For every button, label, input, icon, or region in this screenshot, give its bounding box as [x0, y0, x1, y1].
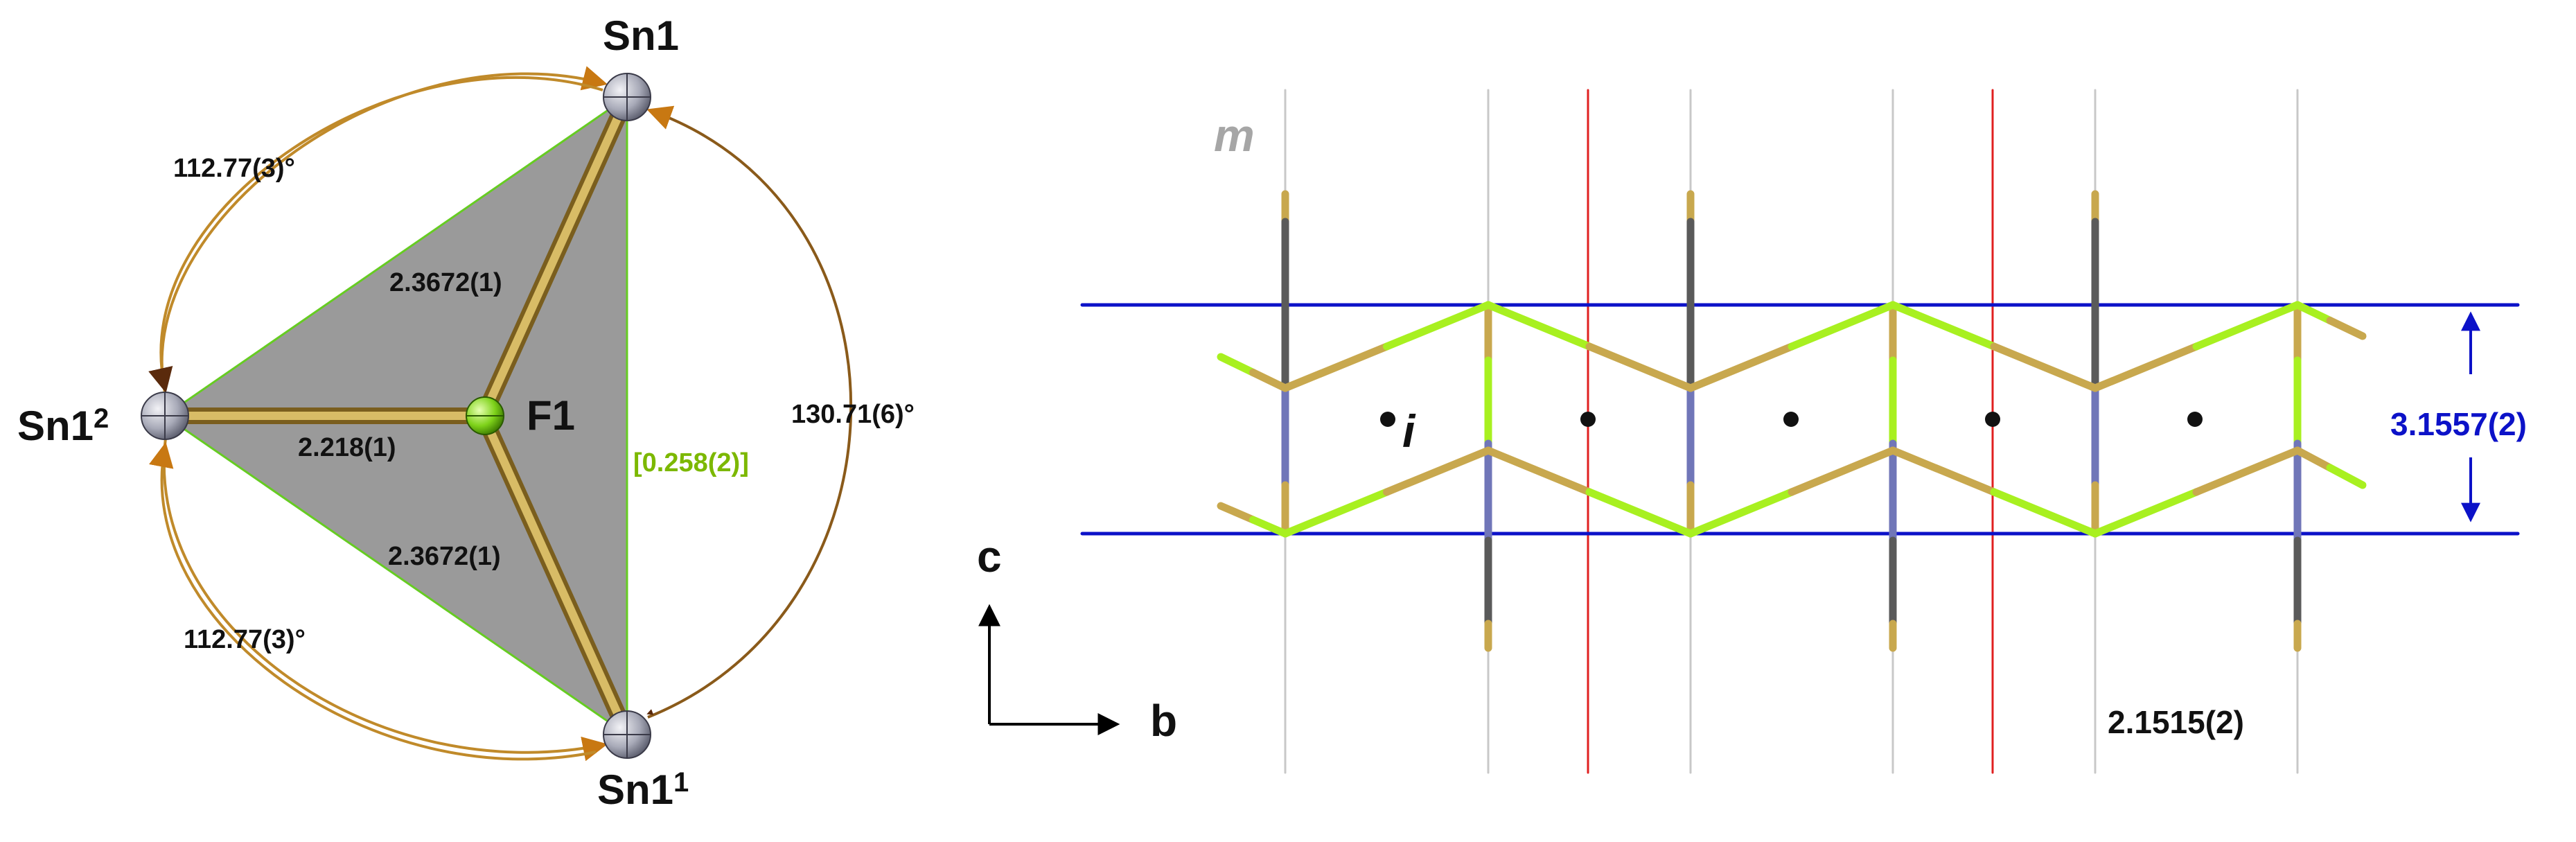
chain-upper-0-b	[1249, 369, 1289, 392]
atom-f1	[466, 396, 504, 435]
label-layer-thickness: 3.1557(2)	[2390, 406, 2527, 442]
chain-upper-6-a	[2293, 301, 2334, 324]
axis-b-label: b	[1150, 696, 1177, 746]
atom-sn1-left	[141, 392, 189, 440]
label-angle-bottom-left: 112.77(3)°	[184, 625, 306, 654]
chain-lower-3-a	[1686, 488, 1796, 538]
chain-upper-4-a	[1889, 301, 1998, 351]
chain-lower-6-a	[2293, 446, 2334, 472]
chain-lower-4-b	[1990, 488, 2099, 538]
chain-lower-0-a	[1217, 502, 1257, 524]
layer-structure	[1080, 89, 2520, 774]
atom-sn1-bottom	[603, 710, 651, 759]
chain-upper-2-a	[1484, 301, 1594, 351]
label-sn1-left: Sn12	[17, 403, 109, 449]
chain-lower-1-a	[1281, 488, 1391, 538]
chain-lower-0-b	[1249, 516, 1289, 538]
chain-upper-1-b	[1383, 301, 1492, 351]
inversion-centre-1	[1580, 412, 1596, 427]
label-bond-upper: 2.3672(1)	[389, 268, 502, 297]
chain-lower-5-b	[2192, 446, 2302, 496]
chain-lower-6-b	[2326, 464, 2367, 489]
chain-upper-5-b	[2192, 301, 2302, 351]
label-interlayer-distance: 2.1515(2)	[2108, 704, 2244, 740]
inversion-centre-2	[1783, 412, 1799, 427]
chain-upper-6-b	[2326, 317, 2367, 340]
inversion-centre-3	[1985, 412, 2000, 427]
label-sn1-bottom: Sn11	[597, 766, 689, 813]
label-mirror-m: m	[1214, 109, 1255, 161]
label-deviation: [0.258(2)]	[633, 448, 749, 477]
chain-upper-3-b	[1788, 301, 1897, 351]
label-bond-middle: 2.218(1)	[298, 433, 396, 462]
chain-lower-4-a	[1889, 446, 1998, 496]
bond-lower-highlight	[481, 415, 631, 739]
label-inversion-i: i	[1402, 405, 1416, 457]
angle-arc-top-left	[160, 66, 608, 399]
angle-arc-right	[646, 105, 853, 719]
inversion-centre-4	[2187, 412, 2203, 427]
angle-arc-bottom-left	[162, 432, 608, 762]
label-angle-top-left: 112.77(3)°	[173, 154, 295, 183]
label-bond-lower: 2.3672(1)	[388, 542, 501, 571]
chain-upper-2-b	[1585, 342, 1695, 392]
axis-c-label: c	[977, 532, 1002, 581]
chain-upper-3-a	[1686, 342, 1796, 392]
label-angle-right: 130.71(6)°	[791, 400, 915, 429]
atom-sn1-top	[603, 73, 651, 121]
left-panel: Sn1 Sn12 Sn11 F1 2.3672(1) 2.218(1) 2.36…	[17, 12, 915, 813]
chain-upper-1-a	[1281, 342, 1391, 392]
chain-lower-5-a	[2091, 488, 2200, 538]
angle-arc-top-left-start	[148, 76, 603, 394]
label-sn1-top: Sn1	[603, 12, 679, 59]
label-f1: F1	[527, 392, 575, 439]
chain-upper-5-a	[2091, 342, 2200, 392]
angle-arc-bottom-left-start	[149, 441, 597, 761]
bond-upper-highlight	[481, 93, 631, 416]
chain-upper-0-a	[1217, 353, 1257, 376]
chain-upper-4-b	[1990, 342, 2099, 392]
inversion-centre-0	[1380, 412, 1395, 427]
chain-lower-2-a	[1484, 446, 1594, 496]
chain-lower-1-b	[1383, 446, 1492, 496]
right-panel: m i 3.1557(2) 2.1515(2) c b	[977, 89, 2527, 774]
chain-lower-2-b	[1585, 488, 1695, 538]
chain-lower-3-b	[1788, 446, 1897, 496]
